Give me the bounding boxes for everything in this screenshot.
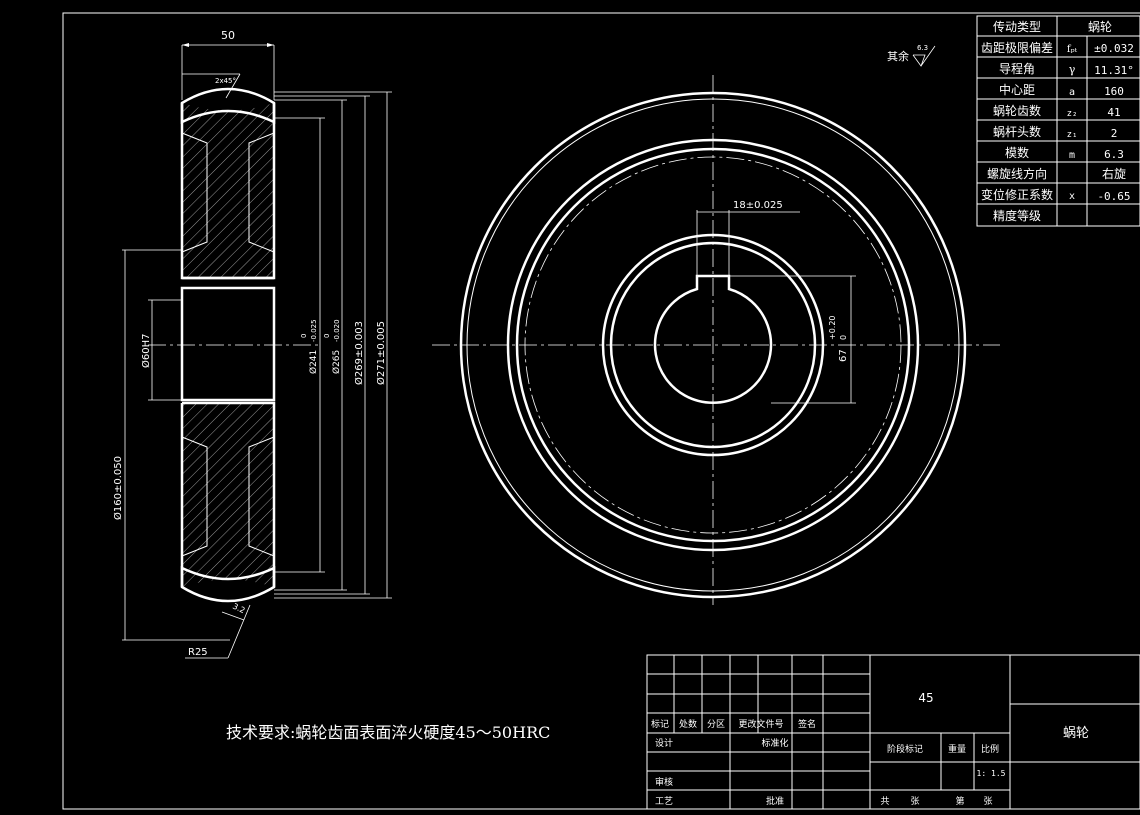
roughness-3-2: 3.2 <box>231 602 246 616</box>
web-lower-outline <box>180 401 276 587</box>
param-value-0: 蜗轮 <box>1088 19 1112 34</box>
tb-zone: 分区 <box>707 719 725 730</box>
param-value-5: 2 <box>1111 127 1118 140</box>
param-symbol-4: z₂ <box>1067 109 1078 119</box>
tb-design: 设计 <box>655 737 673 749</box>
dim-265: Ø265 <box>331 350 342 374</box>
dim-241-tol-lower: -0.025 <box>310 319 318 342</box>
param-value-6: 6.3 <box>1104 148 1124 161</box>
tb-total: 共 <box>880 796 889 807</box>
tb-weight: 重量 <box>948 743 966 755</box>
outer-rim-circle <box>459 91 967 599</box>
tb-standardize: 标准化 <box>761 737 788 749</box>
bore-section <box>180 286 276 402</box>
tb-approve: 批准 <box>766 795 784 807</box>
param-name-8: 变位修正系数 <box>981 187 1053 202</box>
throat-circle <box>506 138 920 552</box>
param-value-1: ±0.032 <box>1094 42 1134 55</box>
tb-sheets: 张 <box>910 796 919 807</box>
hub-circle-outer <box>601 233 825 457</box>
param-symbol-6: m <box>1069 150 1075 161</box>
tb-mark: 标记 <box>651 718 669 730</box>
tb-sheet-unit: 张 <box>983 796 992 807</box>
param-value-8: -0.65 <box>1097 190 1130 203</box>
other-roughness-value: 6.3 <box>917 44 928 52</box>
keyway-width-dim: 18±0.025 <box>733 200 783 211</box>
bore-dimension: Ø60H7 <box>140 334 152 368</box>
dim-265-tol-lower: -0.020 <box>333 319 341 342</box>
pitch-circle <box>524 156 902 534</box>
param-table: 传动类型 蜗轮 齿距极限偏差 fₚₜ ±0.032 导程角 γ 11.31° 中… <box>976 15 1140 227</box>
chamfer-note: 2x45° <box>215 77 236 85</box>
param-name-1: 齿距极限偏差 <box>981 40 1053 55</box>
param-name-9: 精度等级 <box>993 208 1041 223</box>
dim-265-tol-upper: 0 <box>323 334 331 338</box>
tb-scale-value: 1: 1.5 <box>977 769 1006 778</box>
radius-r25: R25 <box>188 647 208 658</box>
material: 45 <box>918 691 933 705</box>
tb-change-doc: 更改文件号 <box>738 718 783 730</box>
tb-stage-mark: 阶段标记 <box>887 743 923 755</box>
tb-review: 审核 <box>655 776 673 788</box>
param-value-7: 右旋 <box>1102 166 1126 181</box>
param-name-7: 螺旋线方向 <box>987 166 1047 181</box>
tb-scale-label: 比例 <box>981 743 999 755</box>
param-symbol-5: z₁ <box>1067 130 1078 140</box>
tb-signature: 签名 <box>798 718 816 730</box>
param-value-3: 160 <box>1104 85 1124 98</box>
width-dimension: 50 <box>221 29 235 42</box>
hub-circle-inner <box>609 241 817 449</box>
drawing-border <box>62 12 1140 810</box>
param-name-0: 传动类型 <box>993 19 1041 34</box>
param-symbol-1: fₚₜ <box>1067 44 1078 55</box>
param-symbol-3: a <box>1069 87 1075 98</box>
param-name-4: 蜗轮齿数 <box>993 103 1041 118</box>
hub-dimension: Ø160±0.050 <box>112 456 124 520</box>
param-value-2: 11.31° <box>1094 64 1134 77</box>
param-value-4: 41 <box>1107 106 1120 119</box>
keyway-tol-lower: 0 <box>839 335 848 340</box>
param-name-2: 导程角 <box>999 61 1035 76</box>
param-symbol-2: γ <box>1069 63 1076 76</box>
side-section-view: 50 2x45° Ø60H7 Ø160±0.050 Ø241 0 -0.025 … <box>112 29 392 659</box>
param-symbol-8: x <box>1069 191 1075 202</box>
param-name-5: 蜗杆头数 <box>993 124 1041 139</box>
dim-241: Ø241 <box>308 350 319 374</box>
param-name-3: 中心距 <box>999 82 1035 97</box>
keyway-depth-dim: 67 <box>838 349 849 362</box>
dim-241-tol-upper: 0 <box>300 334 308 338</box>
other-roughness-label: 其余 <box>887 49 909 63</box>
part-name: 蜗轮 <box>1063 725 1089 741</box>
tech-requirement: 技术要求:蜗轮齿面表面淬火硬度45～50HRC <box>226 723 550 742</box>
bore-with-keyway <box>653 274 773 404</box>
dim-269: Ø269±0.003 <box>353 321 365 385</box>
keyway-tol-upper: +0.20 <box>828 315 837 340</box>
roughness-symbol-icon <box>912 45 936 67</box>
param-name-6: 模数 <box>1005 145 1029 160</box>
front-view: 18±0.025 67 +0.20 0 其余 6.3 <box>432 44 1000 605</box>
title-block: 45 蜗轮 标记 处数 分区 更改文件号 签名 设计 标准化 审核 工艺 批准 … <box>646 654 1140 810</box>
tb-count: 处数 <box>679 718 697 730</box>
tb-sheet-no: 第 <box>955 795 964 807</box>
dim-271: Ø271±0.005 <box>375 321 387 385</box>
tb-process: 工艺 <box>655 796 673 807</box>
